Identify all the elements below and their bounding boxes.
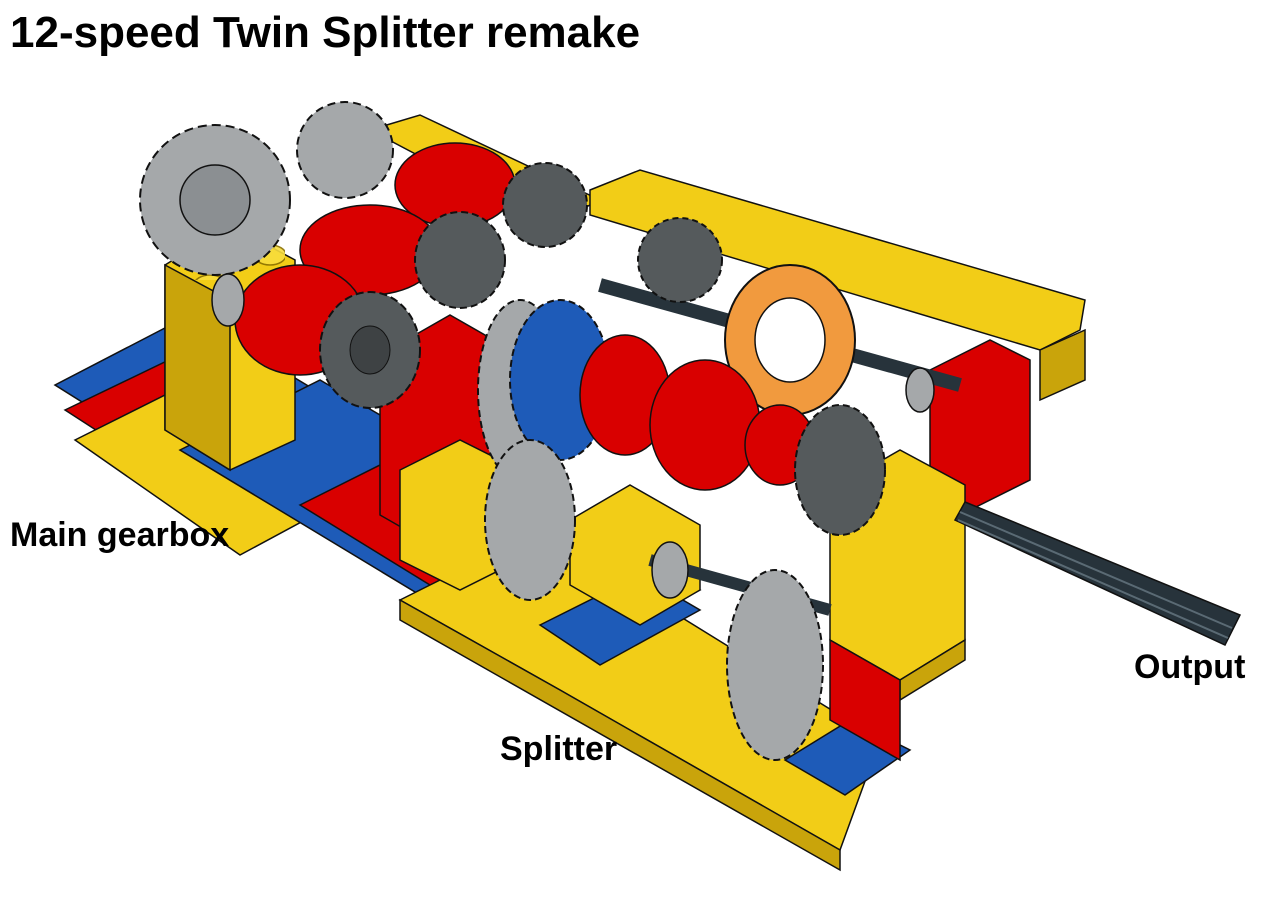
output-shaft bbox=[953, 501, 1242, 646]
page-title: 12-speed Twin Splitter remake bbox=[10, 8, 641, 57]
top-beam-yellow-right bbox=[589, 169, 1086, 351]
dark-gear-upper bbox=[502, 162, 588, 248]
main-gearbox-gears bbox=[139, 101, 588, 409]
gray-bushing-right bbox=[905, 367, 935, 413]
splitter-label: Splitter bbox=[500, 730, 618, 768]
gray-bushing-left bbox=[211, 273, 245, 327]
upright-yellow-left-side bbox=[164, 263, 231, 472]
output-axle bbox=[953, 501, 1242, 646]
dark-gear-mid bbox=[414, 211, 506, 309]
main-gearbox-label: Main gearbox bbox=[10, 516, 230, 554]
light-gray-gear-lower bbox=[484, 439, 576, 601]
light-gray-gear-front bbox=[726, 569, 824, 761]
splitter-mechanism bbox=[477, 217, 962, 761]
right-upright-red-lower bbox=[829, 638, 901, 762]
output-label: Output bbox=[1134, 648, 1246, 686]
dark-bevel-gear bbox=[637, 217, 723, 303]
top-beam-yellow-right-face bbox=[1039, 328, 1086, 402]
red-clutch-splitter-right bbox=[649, 359, 761, 491]
gray-bushing-lower bbox=[651, 541, 689, 599]
dark-gear-splitter bbox=[794, 404, 886, 536]
base-beam-yellow-side bbox=[399, 598, 841, 872]
medium-gray-gear-back bbox=[296, 101, 394, 199]
